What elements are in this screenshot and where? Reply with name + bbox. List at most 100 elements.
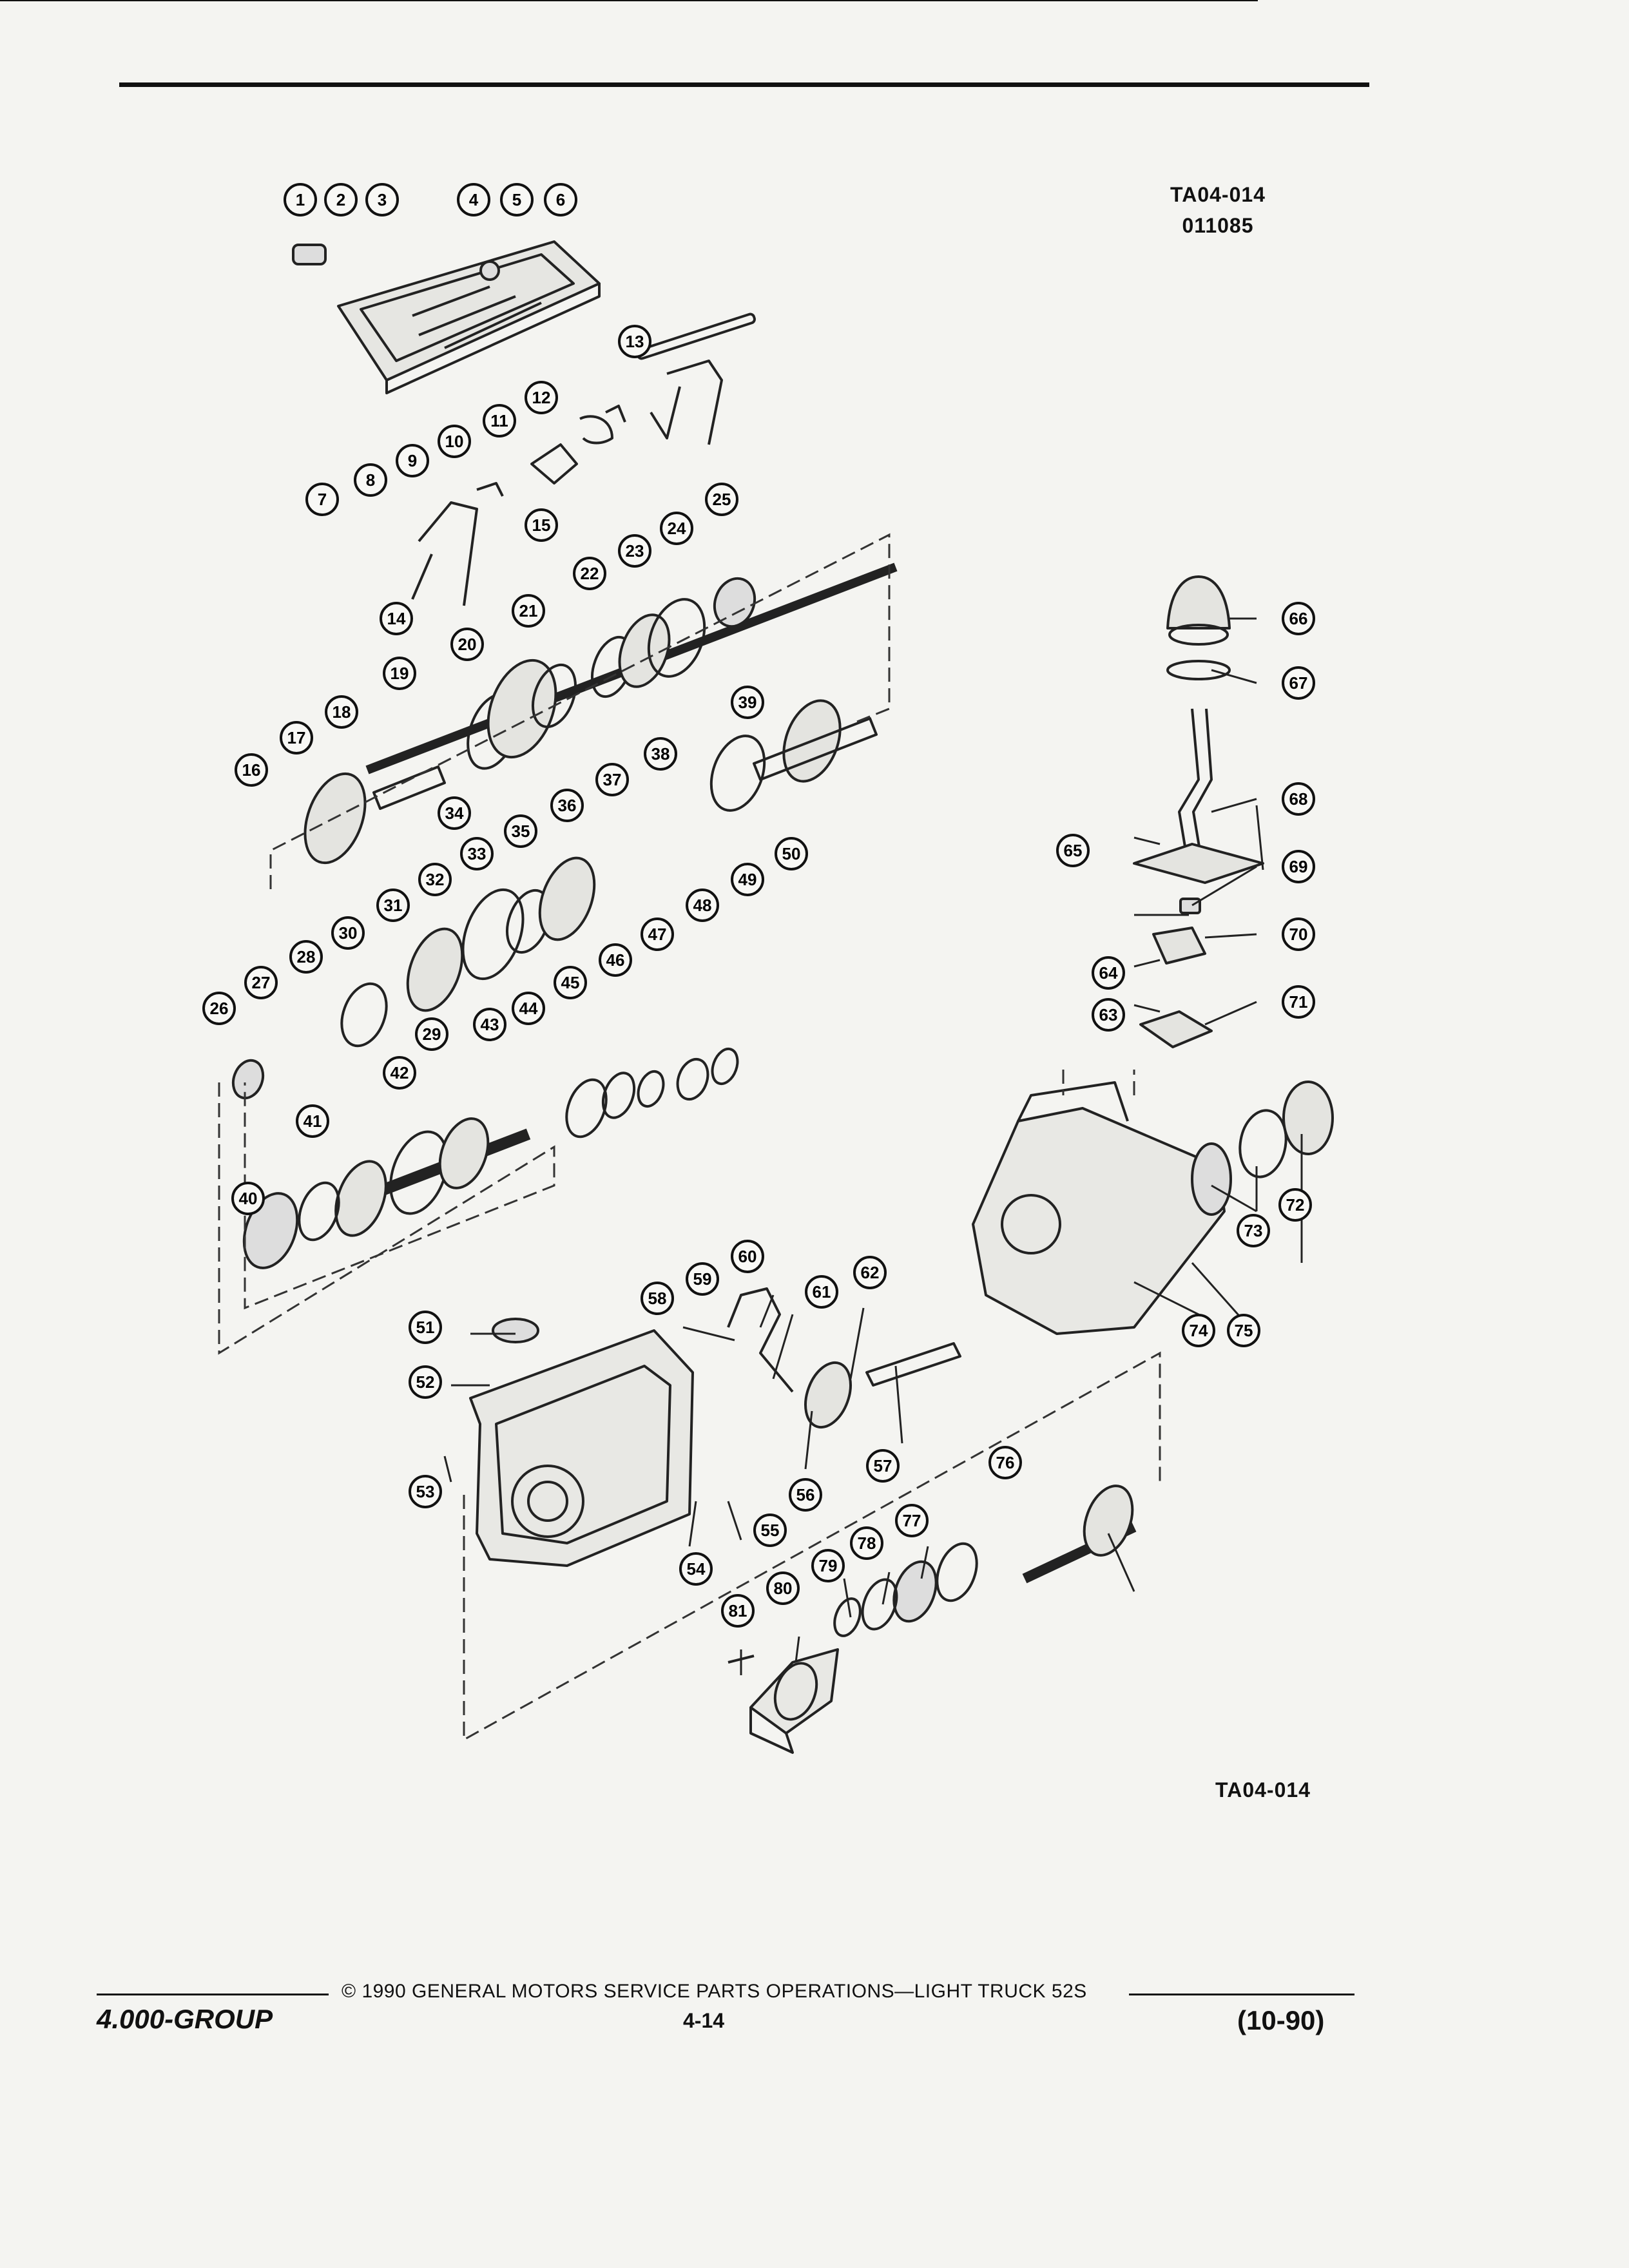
- callout-circle: [460, 837, 494, 870]
- callout-circle: [731, 1240, 764, 1273]
- callout-18: 18: [325, 695, 358, 729]
- callout-48: 48: [686, 889, 719, 922]
- callout-27: 27: [244, 966, 278, 999]
- callout-number: 27: [252, 973, 271, 992]
- callout-number: 64: [1099, 963, 1118, 983]
- callout-number: 23: [626, 541, 644, 561]
- callout-circle: [450, 628, 484, 661]
- callout-80: 80: [766, 1571, 800, 1605]
- callout-3: 3: [365, 183, 399, 216]
- callout-number: 67: [1289, 673, 1308, 693]
- callout-circle: [641, 1282, 674, 1315]
- callout-number: 79: [819, 1556, 838, 1575]
- callout-number: 42: [390, 1063, 409, 1082]
- callout-number: 7: [318, 490, 327, 509]
- callout-22: 22: [573, 557, 606, 590]
- callout-44: 44: [512, 992, 545, 1025]
- callout-41: 41: [296, 1104, 329, 1138]
- callout-60: 60: [731, 1240, 764, 1273]
- mainshaft-part: [304, 562, 898, 865]
- callout-number: 13: [626, 332, 644, 351]
- callout-circle: [721, 1594, 755, 1628]
- callout-77: 77: [895, 1504, 929, 1537]
- callout-75: 75: [1227, 1314, 1260, 1347]
- callout-number: 12: [532, 388, 551, 407]
- callout-circle: [500, 183, 534, 216]
- callout-number: 63: [1099, 1005, 1118, 1024]
- callout-8: 8: [354, 463, 387, 497]
- callout-24: 24: [660, 512, 693, 545]
- callout-number: 46: [606, 950, 625, 970]
- callout-circle: [686, 889, 719, 922]
- callout-number: 10: [445, 432, 464, 451]
- callout-circle: [766, 1571, 800, 1605]
- callout-4: 4: [457, 183, 490, 216]
- transmission-case-part: [469, 1318, 694, 1567]
- callout-number: 54: [687, 1559, 706, 1579]
- reference-code: TA04-014: [1170, 183, 1266, 206]
- callout-1: 1: [284, 183, 317, 216]
- callout-9: 9: [396, 444, 429, 477]
- callout-7: 7: [305, 483, 339, 516]
- callout-circle: [1237, 1214, 1270, 1247]
- callout-circle: [866, 1449, 900, 1483]
- callout-number: 29: [423, 1024, 441, 1044]
- callout-number: 78: [858, 1533, 876, 1553]
- callout-66: 66: [1282, 602, 1315, 635]
- callout-53: 53: [409, 1475, 442, 1508]
- callout-19: 19: [383, 657, 416, 690]
- callout-circle: [324, 183, 358, 216]
- callout-number: 55: [761, 1521, 780, 1540]
- callout-number: 73: [1244, 1221, 1263, 1240]
- callout-circle: [544, 183, 577, 216]
- callout-number: 76: [996, 1453, 1015, 1472]
- callout-circle: [1282, 782, 1315, 816]
- callout-number: 17: [287, 728, 306, 747]
- callout-number: 66: [1289, 609, 1308, 628]
- callout-circle: [895, 1504, 929, 1537]
- callout-73: 73: [1237, 1214, 1270, 1247]
- callout-circle: [753, 1514, 787, 1547]
- callout-number: 1: [296, 190, 305, 209]
- group-label: 4.000-GROUP: [97, 2004, 273, 2034]
- callout-6: 6: [544, 183, 577, 216]
- callout-circle: [383, 1056, 416, 1090]
- callout-circle: [415, 1017, 448, 1051]
- callout-number: 5: [512, 190, 521, 209]
- figure-code-bottom: TA04-014: [1215, 1778, 1311, 1802]
- callout-number: 44: [519, 999, 538, 1018]
- callout-circle: [550, 789, 584, 822]
- callout-circle: [504, 814, 537, 848]
- callout-number: 57: [874, 1456, 892, 1475]
- callout-circle: [235, 753, 268, 787]
- callout-circle: [331, 916, 365, 950]
- callout-number: 51: [416, 1318, 435, 1337]
- callout-circle: [1282, 666, 1315, 700]
- callout-circle: [644, 737, 677, 771]
- callout-number: 25: [713, 490, 731, 509]
- callout-78: 78: [850, 1526, 883, 1560]
- top-rule: [119, 82, 1369, 87]
- callout-circle: [438, 425, 471, 458]
- callout-number: 60: [738, 1247, 757, 1266]
- callout-number: 2: [336, 190, 345, 209]
- callout-circle: [380, 602, 413, 635]
- callout-number: 9: [408, 451, 417, 470]
- callout-26: 26: [202, 992, 236, 1025]
- callout-number: 75: [1235, 1321, 1253, 1340]
- callout-number: 33: [468, 844, 487, 863]
- callout-52: 52: [409, 1365, 442, 1399]
- callout-circle: [473, 1008, 506, 1041]
- callout-circle: [244, 966, 278, 999]
- callout-number: 19: [390, 664, 409, 683]
- callout-circle: [686, 1262, 719, 1296]
- callout-number: 28: [297, 947, 316, 966]
- callout-number: 65: [1064, 841, 1083, 860]
- callout-33: 33: [460, 837, 494, 870]
- callout-circle: [679, 1552, 713, 1586]
- callout-79: 79: [811, 1549, 845, 1582]
- revision-date: (10-90): [1237, 2005, 1325, 2035]
- callout-number: 47: [648, 925, 667, 944]
- callout-number: 68: [1289, 789, 1308, 809]
- callout-number: 53: [416, 1482, 435, 1501]
